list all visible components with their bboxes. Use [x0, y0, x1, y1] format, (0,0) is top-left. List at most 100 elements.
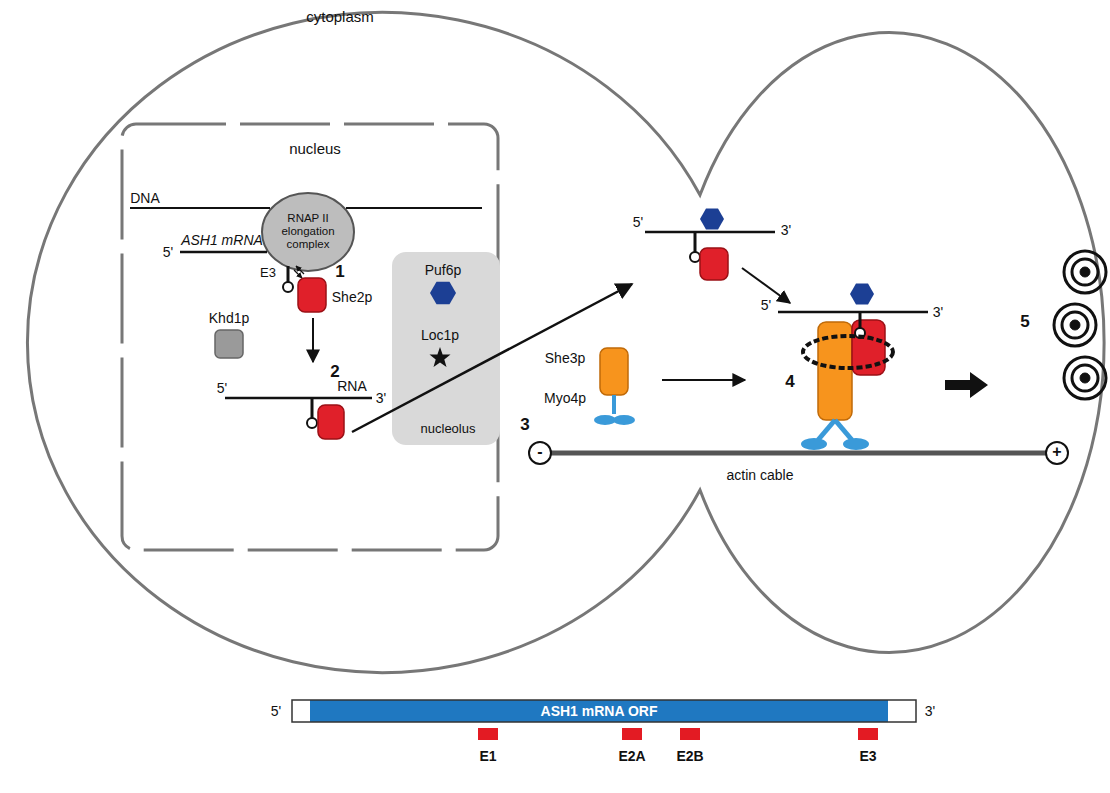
step-arrow	[312, 318, 314, 362]
dna-strand	[130, 207, 270, 209]
mrna-map	[292, 700, 916, 722]
cytoplasmic-rnp	[694, 232, 697, 252]
callout-number: +	[1052, 443, 1061, 461]
callout-number: 4	[785, 372, 794, 392]
node-label: nucleolus	[398, 422, 498, 437]
transport-complex	[855, 328, 865, 338]
nuclear-rnp	[307, 418, 317, 428]
localized-mrna	[1062, 312, 1088, 338]
nascent-mrna	[180, 251, 267, 254]
part-label: 5'	[271, 703, 281, 719]
localized-mrna	[1072, 365, 1098, 391]
polymerase-complex: RNAP II elongation complex	[261, 192, 355, 272]
dna-strand	[346, 207, 482, 209]
actin-cable	[1046, 442, 1068, 464]
cytoplasmic-rnp	[645, 209, 775, 280]
transport-complex	[778, 311, 928, 314]
part-label: 5'	[163, 244, 173, 260]
nuclear-rnp	[225, 397, 372, 400]
part-label: 3'	[781, 222, 791, 238]
transport-complex	[859, 312, 862, 328]
localized-mrna	[1072, 259, 1098, 285]
she3p-myo4p	[612, 395, 616, 414]
cytoplasmic-rnp	[645, 231, 775, 234]
khd1p-protein	[215, 330, 243, 358]
loc1p-protein	[430, 347, 451, 367]
equilibrium-arrows	[294, 270, 302, 278]
mrna-map	[292, 700, 916, 740]
cytoplasmic-rnp	[700, 248, 728, 280]
part-label: ASH1 mRNA	[181, 232, 263, 248]
callout-number: 3	[520, 415, 529, 435]
mrna-map	[680, 728, 700, 740]
nuclear-rnp	[318, 405, 344, 439]
part-label: 5'	[217, 380, 227, 396]
node-label: nucleus	[129, 140, 501, 157]
part-label: 3'	[376, 390, 386, 406]
part-label: RNA	[337, 378, 367, 394]
node-label: ASH1 mRNA ORF	[314, 700, 884, 722]
transport-complex	[778, 284, 928, 450]
part-label: She3p	[545, 350, 585, 366]
part-label: Puf6p	[425, 262, 462, 278]
direction-arrow	[945, 372, 988, 398]
cell-wall	[27, 13, 1104, 673]
part-label: E3	[260, 265, 276, 280]
transport-complex	[818, 420, 835, 440]
she3p-myo4p	[594, 415, 616, 425]
localized-mrna	[1054, 304, 1096, 346]
cell-outline	[0, 0, 1110, 670]
part-label: Myo4p	[544, 390, 586, 406]
callout-number: E3	[859, 748, 876, 764]
part-label: 5'	[633, 214, 643, 230]
transport-complex	[803, 336, 893, 368]
callout-number: 5	[1020, 312, 1029, 332]
nascent-mrna	[180, 252, 293, 292]
actin-cable	[529, 442, 551, 464]
cytoplasmic-rnp	[700, 209, 724, 230]
mrna-map	[858, 728, 878, 740]
she3p-myo4p	[600, 348, 628, 395]
cytoplasmic-rnp	[690, 252, 700, 262]
polymerase-ellipse	[262, 193, 354, 271]
nuclear-envelope	[122, 124, 498, 550]
dna-strand	[130, 208, 482, 209]
callout-number: 1	[335, 262, 344, 282]
nucleolus-region: nucleolus	[392, 252, 500, 445]
part-label: Loc1p	[421, 327, 459, 343]
transport-complex	[818, 322, 852, 420]
equilibrium-arrows	[296, 266, 304, 274]
transport-complex	[843, 438, 869, 450]
callout-number: E1	[479, 748, 496, 764]
localized-mrna	[1064, 251, 1106, 293]
localized-mrna	[1070, 320, 1080, 330]
she3p-myo4p	[613, 415, 635, 425]
part-label: 3'	[933, 304, 943, 320]
transport-complex	[801, 438, 827, 450]
transport-complex	[850, 284, 874, 305]
localized-mrna	[1080, 267, 1090, 277]
nascent-mrna	[283, 282, 293, 292]
nascent-mrna	[287, 266, 290, 282]
puf6p-protein	[430, 282, 456, 305]
transport-complex	[852, 320, 885, 375]
orf-bar: ASH1 mRNA ORF	[310, 700, 888, 722]
equilibrium-arrows	[294, 266, 304, 278]
part-label: actin cable	[727, 467, 794, 483]
part-label: 3'	[925, 703, 935, 719]
she2p-protein	[298, 278, 326, 312]
mrna-map	[478, 728, 498, 740]
node-label: RNAP II elongation complex	[269, 212, 347, 252]
nuclear-rnp	[225, 398, 372, 439]
transport-complex	[835, 420, 852, 440]
callout-number: E2B	[676, 748, 703, 764]
mrna-map	[622, 728, 642, 740]
part-label: 5'	[761, 297, 771, 313]
node-label: cytoplasm	[0, 8, 891, 25]
localized-mrna	[1054, 251, 1106, 399]
localized-mrna	[1080, 373, 1090, 383]
step-arrow	[662, 379, 745, 381]
cell-outline: nucleolus RNAP II elongation complex nucle…	[0, 0, 1110, 670]
actin-cable	[529, 442, 1068, 464]
